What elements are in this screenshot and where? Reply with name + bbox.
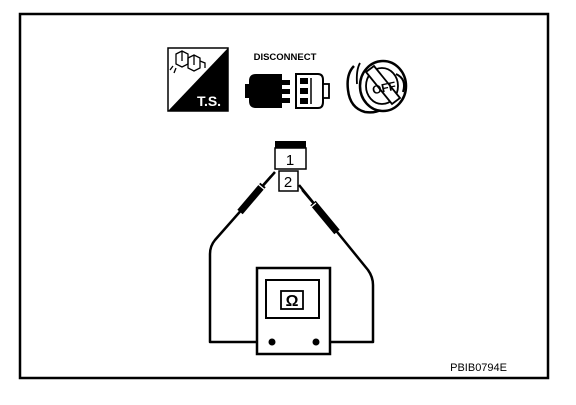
connector-header-bar [275,141,306,148]
meter-jack-left [268,338,276,346]
right-probe [301,189,340,235]
left-test-lead [208,171,276,344]
ohm-symbol: Ω [286,293,299,310]
left-probe [237,175,272,215]
ignition-key-off-icon: OFF [346,59,408,114]
meter-symbol-box [280,290,304,310]
test-leads [208,171,375,344]
terminal-2-cell [278,170,299,192]
ohmmeter: Ω [255,266,332,356]
disconnect-icon: DISCONNECT [245,52,330,109]
harness-connector: 1 2 [274,141,307,192]
figure-id: PBIB0794E [450,362,507,374]
ts-label: T.S. [197,93,221,109]
ts-icon: T.S. [167,47,229,112]
terminal-2-label: 2 [284,174,292,191]
disconnect-label: DISCONNECT [254,52,317,63]
meter-jack-right [312,338,320,346]
terminal-1-label: 1 [286,152,294,169]
ignition-off-label: OFF [371,79,397,98]
connector-sketch-icon [169,50,206,74]
terminal-1-cell [274,147,307,170]
right-test-lead [298,184,375,344]
